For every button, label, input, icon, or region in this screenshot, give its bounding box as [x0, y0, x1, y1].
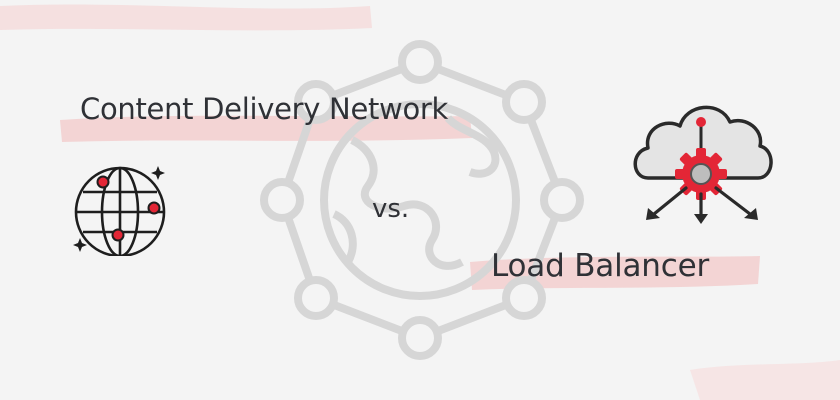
cdn-icon-slot	[68, 160, 172, 258]
cdn-heading: Content Delivery Network	[80, 92, 449, 126]
versus-text: vs.	[372, 194, 410, 224]
cloud-gear-icon	[633, 105, 773, 224]
globe-pins-icon	[73, 166, 166, 258]
corner-brush-stroke	[690, 360, 840, 400]
top-brush-stroke	[0, 4, 372, 31]
lb-highlight-stroke	[470, 256, 760, 290]
load-balancer-heading: Load Balancer	[491, 248, 710, 284]
lb-icon-slot	[628, 90, 778, 228]
